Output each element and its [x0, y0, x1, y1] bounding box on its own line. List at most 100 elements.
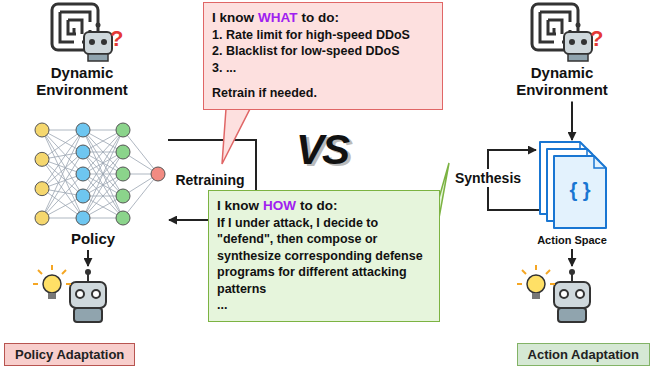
bulb-ray	[38, 270, 42, 274]
bulb-ray	[51, 265, 53, 270]
node-text: Policy	[28, 230, 168, 247]
neuron	[76, 123, 90, 137]
env-icon-svg	[22, 0, 142, 64]
network-link	[83, 152, 123, 218]
node-text: to do:	[300, 198, 337, 213]
node-text: { }	[554, 178, 606, 202]
edge-label: Retraining	[173, 171, 246, 189]
node-text: WHAT	[258, 10, 298, 25]
node-text: Dynamic Environment	[22, 64, 142, 99]
robot-eye	[89, 39, 95, 45]
robot-antenna-ball	[569, 269, 575, 275]
robot-body	[74, 308, 102, 322]
bulb-ray	[62, 270, 66, 274]
maze-frame	[52, 4, 98, 50]
environment-icon: Dynamic Environment	[502, 0, 622, 99]
bulb-base	[48, 293, 56, 299]
robot-eye	[569, 39, 575, 45]
neuron	[76, 167, 90, 181]
question-mark: ?	[110, 26, 123, 52]
neuron	[35, 123, 49, 137]
speech-callout: I know HOW to do: If I under attack, I deci…	[208, 190, 440, 322]
robot-icon	[70, 269, 106, 322]
robot-eye	[92, 290, 100, 298]
robot-body	[88, 54, 108, 61]
node-text: Action Adaptation	[528, 347, 639, 362]
neuron	[116, 123, 130, 137]
node-text: Dynamic Environment	[502, 64, 622, 99]
robot-antenna-ball	[96, 23, 101, 28]
node-text: I know	[217, 198, 259, 213]
neuron	[35, 182, 49, 196]
bulb-ray	[33, 283, 38, 285]
node-text: HOW	[263, 198, 296, 213]
neuron	[116, 211, 130, 225]
callout-tail	[222, 109, 250, 164]
connector-arrow	[571, 102, 573, 141]
robot-icon	[554, 269, 590, 322]
node-text: 2. Blacklist for low-speed DDoS	[212, 43, 434, 60]
action-space-stack: { } Action Space	[530, 140, 614, 246]
maze-robot-icon	[532, 4, 592, 61]
neuron	[116, 189, 130, 203]
bulb-ray	[535, 265, 537, 270]
network-link	[83, 130, 123, 196]
caption-box: Action Adaptation	[517, 343, 650, 366]
node-text: Retrain if needed.	[212, 85, 434, 102]
network-svg	[28, 118, 168, 230]
speech-callout: I knowWHATto do:1. Rate limit for high-s…	[203, 2, 443, 110]
maze-wall	[548, 20, 556, 34]
code-document	[554, 156, 606, 228]
node-text: 3. ...	[212, 60, 434, 77]
node-text: If I under attack, I decide to "defend",…	[217, 215, 431, 298]
flow-arrow	[571, 249, 573, 266]
neuron	[116, 167, 130, 181]
maze-wall	[73, 28, 76, 34]
callout-tail	[439, 163, 449, 218]
robot-head	[70, 282, 106, 308]
node-text: 1. Rate limit for high-speed DDoS	[212, 27, 434, 44]
robot-head	[84, 32, 112, 54]
robot-antenna-ball	[576, 23, 581, 28]
bulb-ray	[546, 270, 550, 274]
bulb-glass	[43, 275, 61, 293]
code-document-stack	[540, 142, 606, 228]
robot-antenna	[571, 274, 573, 282]
node-text: Action Space	[530, 234, 614, 246]
maze-wall	[68, 20, 82, 34]
document-fold	[594, 156, 606, 168]
bulb-glass	[527, 275, 545, 293]
neuron	[151, 167, 165, 181]
robot-head	[554, 282, 590, 308]
robot-body	[568, 54, 588, 61]
neural-network	[35, 123, 165, 225]
maze-wall	[68, 20, 76, 34]
network-link	[83, 130, 123, 196]
neuron	[116, 145, 130, 159]
neuron	[76, 211, 90, 225]
robot-body	[558, 308, 586, 322]
robot-eye	[76, 290, 84, 298]
bulb-ray	[517, 283, 522, 285]
node-text: Policy Adaptation	[15, 347, 124, 362]
robot-head	[564, 32, 592, 54]
maze-frame	[532, 4, 578, 50]
question-mark: ?	[590, 26, 603, 52]
caption-box: Policy Adaptation	[4, 343, 135, 366]
neuron	[35, 211, 49, 225]
maze-wall	[553, 28, 556, 34]
robot-antenna-ball	[85, 269, 91, 275]
bulb-base	[532, 293, 540, 299]
environment-icon: Dynamic Environment	[22, 0, 142, 99]
node-text: to do:	[302, 10, 339, 25]
maze-wall	[548, 20, 562, 34]
callout-heading: I knowWHATto do:	[212, 9, 434, 27]
maze-robot-icon	[52, 4, 112, 61]
versus-mark: VS	[296, 126, 348, 174]
lightbulb-icon	[517, 265, 555, 299]
robot-eye	[560, 290, 568, 298]
env-icon-svg	[502, 0, 622, 64]
neuron	[76, 145, 90, 159]
neuron	[76, 189, 90, 203]
